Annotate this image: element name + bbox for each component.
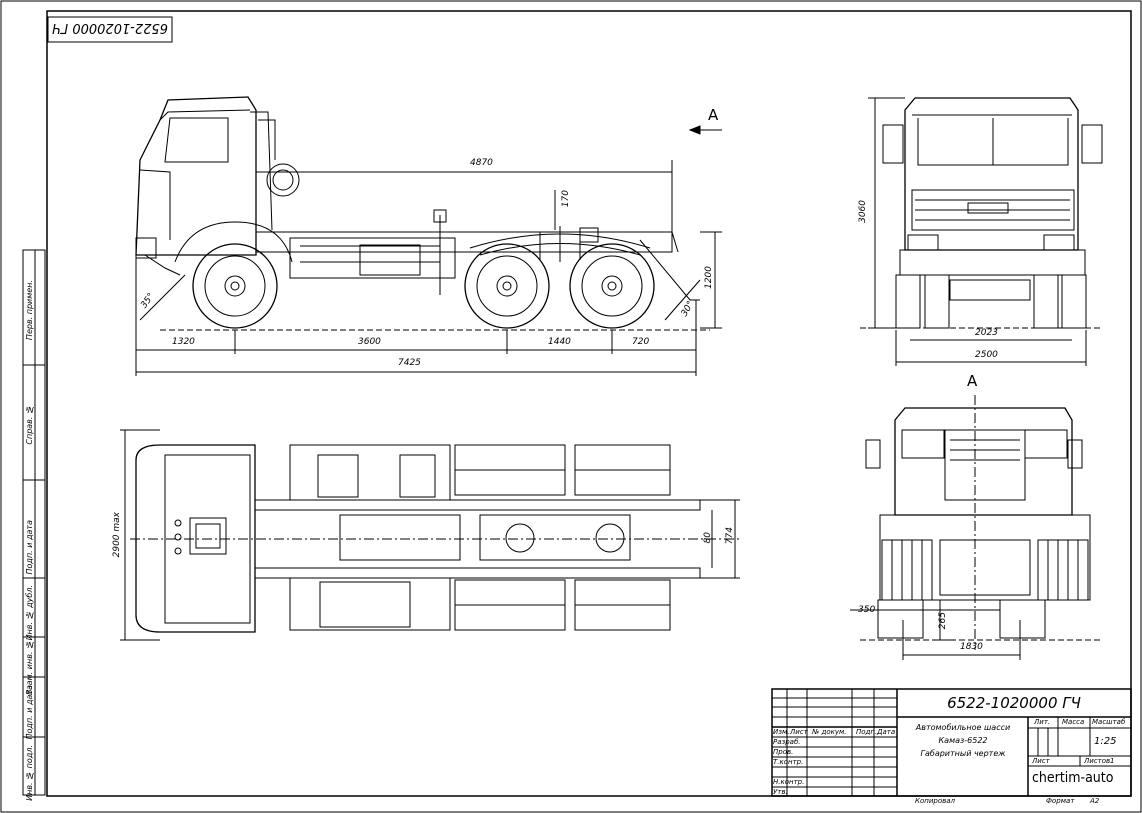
dim-80: 80 <box>703 532 713 544</box>
strip-inv-podl: Инв. № подл. <box>25 745 34 801</box>
tb-masshtab: Масштаб <box>1092 718 1126 726</box>
rear-view <box>850 395 1100 660</box>
tb-format: Формат <box>1046 797 1075 805</box>
tb-t-kontr: Т.контр. <box>773 758 804 766</box>
tb-kopiroval: Копировал <box>915 797 955 805</box>
tb-scale-value: 1:25 <box>1094 736 1117 747</box>
dim-350: 350 <box>858 605 876 615</box>
tb-name-line2: Камаз-6522 <box>938 736 988 745</box>
dim-1200: 1200 <box>704 266 714 289</box>
top-view <box>120 429 740 641</box>
tb-izm: Изм. <box>773 728 790 736</box>
side-view <box>135 96 722 376</box>
dim-4870: 4870 <box>470 158 493 168</box>
tb-org: chertim-auto <box>1032 770 1114 786</box>
strip-sprav-no: Справ. № <box>25 405 34 445</box>
dim-3060: 3060 <box>858 200 868 223</box>
tb-utv: Утв. <box>773 788 788 796</box>
view-marker-a: A <box>708 106 719 124</box>
view-label-a: A <box>967 372 978 390</box>
dim-1830: 1830 <box>960 642 983 652</box>
tb-razrab: Разраб. <box>773 738 801 746</box>
corner-stamp-box <box>47 16 173 43</box>
corner-stamp: 6522-1020000 ГЧ <box>52 20 168 35</box>
strip-podp-date-1: Подп. и дата <box>25 520 34 575</box>
dim-774: 774 <box>725 527 735 545</box>
dim-7425: 7425 <box>398 358 421 368</box>
tb-doc-no: № докум. <box>812 728 847 736</box>
dim-170: 170 <box>561 190 571 208</box>
dim-720: 720 <box>632 337 650 347</box>
tb-listov: Листов <box>1084 757 1111 765</box>
dim-265: 265 <box>938 612 948 630</box>
tb-n-kontr: Н.контр. <box>773 778 805 786</box>
title-block-lines <box>771 688 1132 797</box>
tb-lit: Лит. <box>1034 718 1051 726</box>
tb-list-col: Лист <box>790 728 808 736</box>
side-strip <box>22 249 46 796</box>
strip-perv-primen: Перв. примен. <box>25 280 34 341</box>
strip-podp-date-2: Подп. и дата <box>25 685 34 740</box>
tb-list: Лист <box>1032 757 1050 765</box>
dim-2023: 2023 <box>975 328 998 338</box>
tb-format-value: А2 <box>1090 797 1100 805</box>
front-view <box>860 97 1103 366</box>
strip-inv-dubl: Инв. № дубл. <box>25 585 34 641</box>
dim-1440: 1440 <box>548 337 571 347</box>
tb-drawing-no: 6522-1020000 ГЧ <box>947 694 1081 712</box>
tb-data: Дата <box>877 728 896 736</box>
dim-1320: 1320 <box>172 337 195 347</box>
tb-massa: Масса <box>1062 718 1085 726</box>
tb-prov: Пров. <box>773 748 794 756</box>
dim-2500: 2500 <box>975 350 998 360</box>
dim-2900-max: 2900 max <box>112 512 122 558</box>
tb-name-line1: Автомобильное шасси <box>915 723 1011 732</box>
tb-name-line3: Габаритный чертеж <box>920 749 1006 758</box>
tb-listov-value: 1 <box>1110 757 1115 765</box>
inner-frame <box>46 10 1132 797</box>
dim-3600: 3600 <box>358 337 381 347</box>
tb-podp: Подп. <box>856 728 878 736</box>
